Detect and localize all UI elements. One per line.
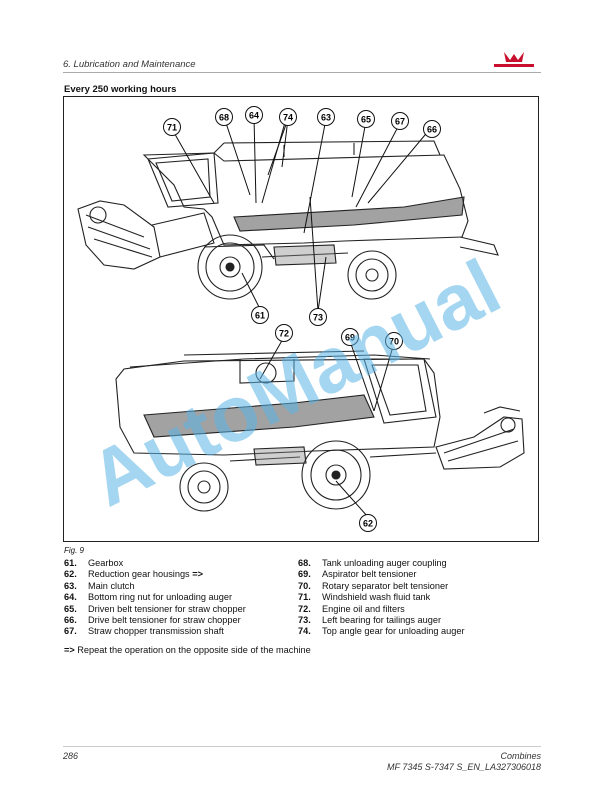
legend-item: 71.Windshield wash fluid tank [298, 592, 431, 603]
callout-68: 68 [215, 108, 233, 126]
figure-caption: Fig. 9 [64, 546, 85, 555]
repeat-symbol: => [192, 569, 203, 580]
legend-item: 66.Drive belt tensioner for straw choppe… [64, 615, 241, 626]
callout-73: 73 [309, 308, 327, 326]
legend-item: 69.Aspirator belt tensioner [298, 569, 417, 580]
callout-71: 71 [163, 118, 181, 136]
legend-item: 65.Driven belt tensioner for straw chopp… [64, 603, 246, 614]
svg-text:72: 72 [279, 329, 289, 339]
header-divider [63, 72, 541, 73]
callout-65: 65 [357, 110, 375, 128]
callout-64: 64 [245, 106, 263, 124]
svg-text:61: 61 [255, 311, 265, 321]
brand-logo-icon [494, 52, 534, 67]
legend-item: 70.Rotary separator belt tensioner [298, 580, 449, 591]
svg-text:73: 73 [313, 313, 323, 323]
callouts-top: 68 64 74 63 65 67 66 71 61 73 [163, 106, 441, 326]
page-number: 286 [63, 751, 79, 761]
callout-62: 62 [359, 514, 377, 532]
legend-item: 73.Left bearing for tailings auger [298, 615, 442, 626]
callout-69: 69 [341, 328, 359, 346]
svg-text:71: 71 [167, 123, 177, 133]
legend-item: 67.Straw chopper transmission shaft [64, 626, 224, 637]
svg-text:62: 62 [363, 519, 373, 529]
repeat-note: => Repeat the operation on the opposite … [64, 645, 311, 655]
svg-text:70: 70 [389, 337, 399, 347]
legend-item: 74.Top angle gear for unloading auger [298, 626, 465, 637]
callout-67: 67 [391, 112, 409, 130]
callouts-bottom: 72 69 70 62 [275, 324, 403, 532]
legend-item: 64.Bottom ring nut for unloading auger [64, 592, 233, 603]
footer-divider [63, 746, 541, 747]
section-title: Every 250 working hours [64, 84, 177, 95]
page-header-title: 6. Lubrication and Maintenance [63, 59, 196, 70]
callout-70: 70 [385, 332, 403, 350]
callout-72: 72 [275, 324, 293, 342]
legend-item: 62.Reduction gear housings => [64, 569, 203, 580]
svg-text:69: 69 [345, 333, 355, 343]
legend-item: 72.Engine oil and filters [298, 603, 405, 614]
callout-61: 61 [251, 306, 269, 324]
svg-text:63: 63 [321, 113, 331, 123]
legend-right: 68.Tank unloading auger coupling 69.Aspi… [298, 558, 465, 638]
callout-74: 74 [279, 108, 297, 126]
legend-left: 61.Gearbox 62.Reduction gear housings =>… [64, 558, 246, 638]
svg-text:66: 66 [427, 125, 437, 135]
legend-item: 61.Gearbox [64, 558, 124, 568]
svg-text:64: 64 [249, 111, 259, 121]
svg-text:67: 67 [395, 117, 405, 127]
footer-product: Combines [500, 751, 541, 761]
legend-item: 68.Tank unloading auger coupling [298, 558, 447, 568]
figure-frame: 68 64 74 63 65 67 66 71 61 73 72 69 70 6… [63, 96, 539, 542]
svg-text:65: 65 [361, 115, 371, 125]
footer-doc-code: MF 7345 S-7347 S_EN_LA327306018 [387, 762, 541, 772]
svg-text:74: 74 [283, 113, 293, 123]
legend-item: 63.Main clutch [64, 580, 135, 591]
svg-text:68: 68 [219, 113, 229, 123]
callout-63: 63 [317, 108, 335, 126]
callout-66: 66 [423, 120, 441, 138]
combine-illustration: 68 64 74 63 65 67 66 71 61 73 72 69 70 6… [77, 106, 525, 532]
